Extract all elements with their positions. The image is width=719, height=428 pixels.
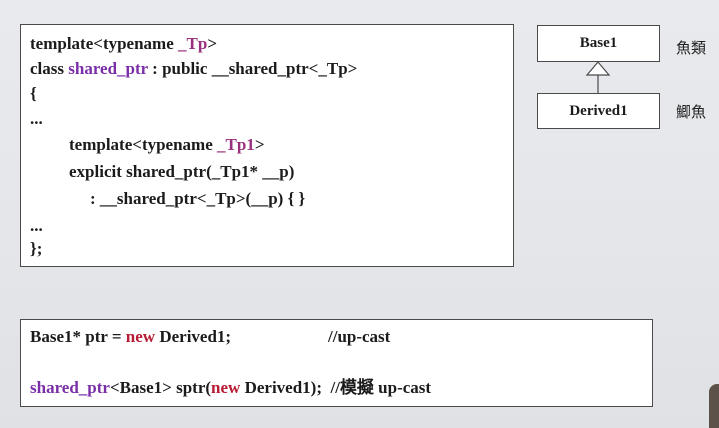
code-line-close-brace: }; <box>30 239 43 258</box>
class-name: shared_ptr <box>68 59 148 78</box>
code-line-member-template: template<typename _Tp1> <box>69 134 265 155</box>
usage-line-raw-pointer: Base1* ptr = new Derived1; //up-cast <box>30 326 390 347</box>
code-text: > <box>254 135 265 154</box>
code-text: > <box>207 34 217 53</box>
base-class-label: 魚類 <box>676 39 707 57</box>
usage-box: Base1* ptr = new Derived1; //up-cast shar… <box>20 319 653 407</box>
derived-class-label: 鯽魚 <box>676 103 707 121</box>
code-text: Derived1); //模擬 up-cast <box>240 378 432 397</box>
usage-line-shared-ptr: shared_ptr<Base1> sptr(new Derived1); //… <box>30 377 431 398</box>
edge-artifact <box>709 384 719 428</box>
derived-class-box: Derived1 <box>537 93 660 129</box>
code-comment: //up-cast <box>328 327 391 346</box>
code-line-ellipsis: ... <box>30 109 43 128</box>
code-line-class: class shared_ptr : public __shared_ptr<_… <box>30 58 357 79</box>
class-name: shared_ptr <box>30 378 110 397</box>
code-text: template<typename <box>69 135 218 154</box>
code-line-constructor: explicit shared_ptr(_Tp1* __p) <box>69 162 295 181</box>
keyword-new: new <box>211 378 241 397</box>
code-text: > <box>347 59 358 78</box>
code-line-template: template<typename _Tp> <box>30 33 217 54</box>
template-param: _Tp <box>318 59 348 78</box>
code-line-initializer: : __shared_ptr<_Tp>(__p) { } <box>90 189 306 208</box>
code-text: <Base1> sptr( <box>109 378 212 397</box>
code-line-ellipsis: ... <box>30 216 43 235</box>
code-text: : public __shared_ptr< <box>147 59 319 78</box>
code-text: Derived1; <box>155 327 232 346</box>
inheritance-arrow <box>585 61 611 93</box>
code-box: template<typename _Tp> class shared_ptr … <box>20 24 514 267</box>
code-text: class <box>30 59 69 78</box>
code-line-open-brace: { <box>30 84 37 103</box>
code-text: Base1* ptr = <box>30 327 126 346</box>
base-class-box: Base1 <box>537 25 660 62</box>
keyword-new: new <box>125 327 156 346</box>
template-param: _Tp <box>178 34 208 53</box>
code-text: template<typename <box>30 34 179 53</box>
template-param: _Tp1 <box>217 135 255 154</box>
